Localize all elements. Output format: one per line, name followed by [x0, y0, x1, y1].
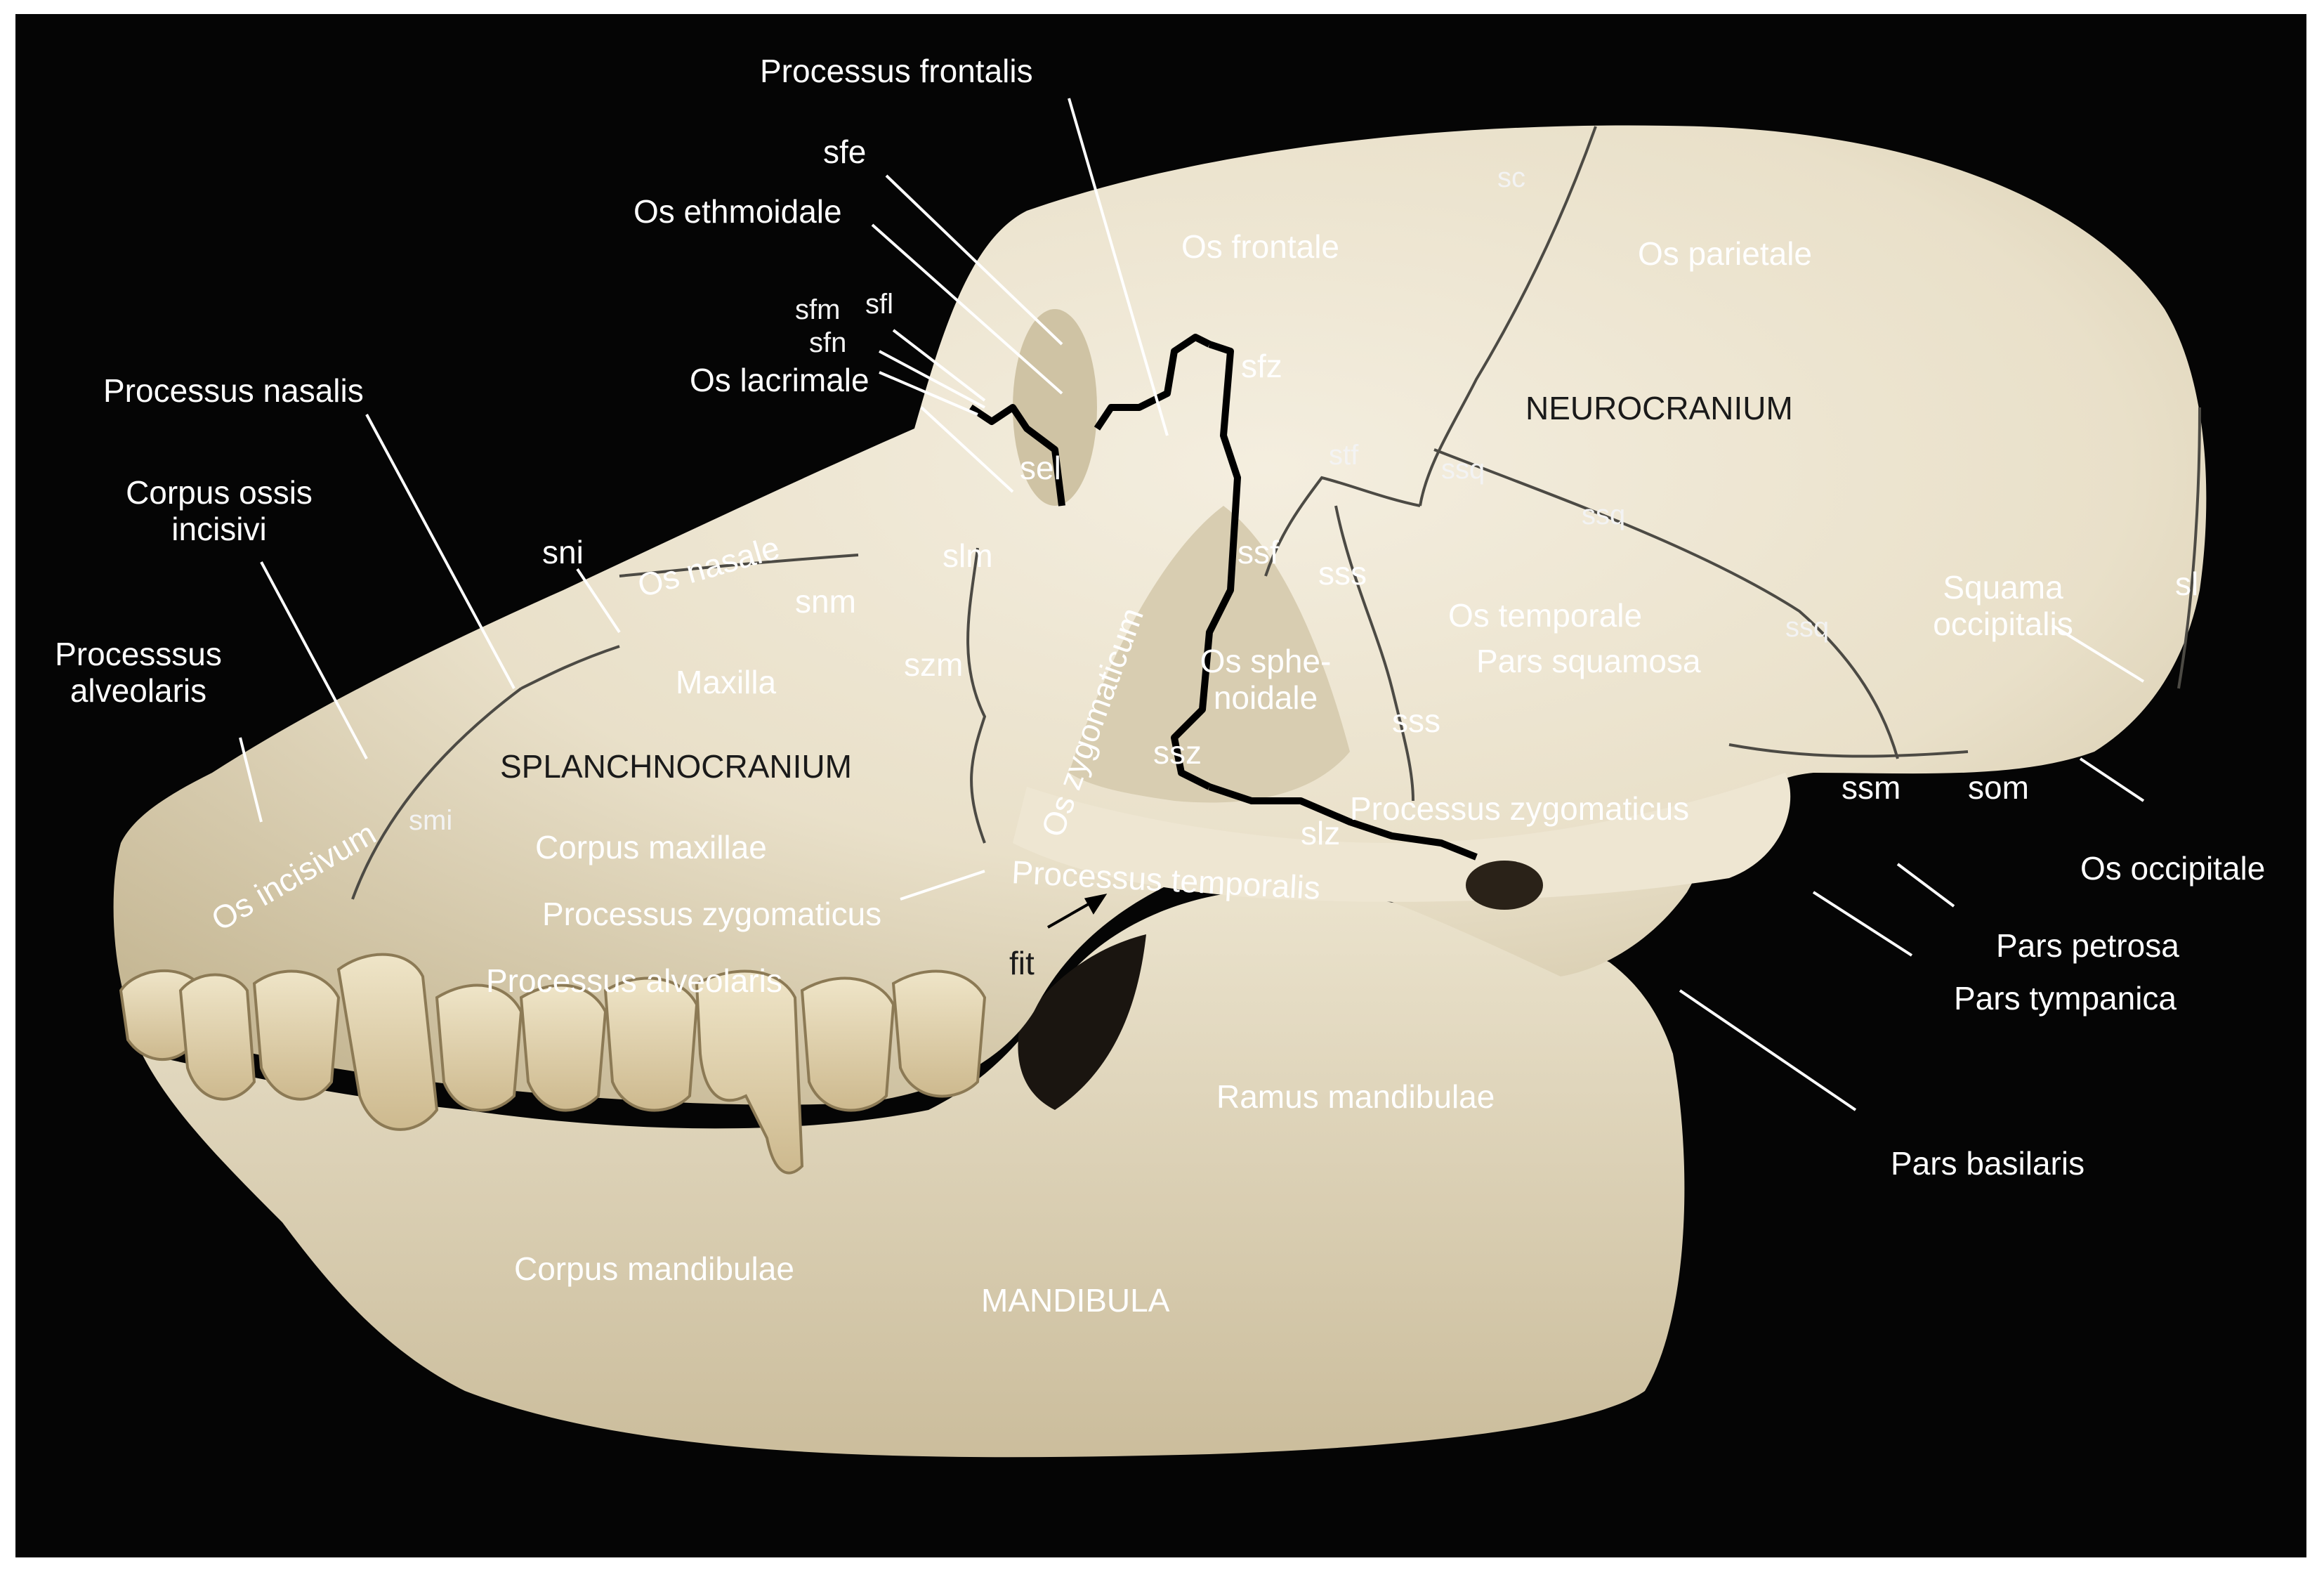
label-neurocranium: NEUROCRANIUM [1525, 390, 1793, 426]
label-som: som [1968, 769, 2029, 806]
label-mandibula: MANDIBULA [981, 1282, 1170, 1319]
mandibular-notch-shadow [1018, 934, 1146, 1110]
label-processus-zygomaticus-max: Processus zygomaticus [542, 896, 882, 932]
label-stf: stf [1329, 440, 1359, 471]
skull-anatomy-figure: Processus frontalis sfe Os ethmoidale sf… [15, 14, 2306, 1557]
mandible-bone [142, 889, 1685, 1458]
label-sss-2: sss [1392, 702, 1440, 739]
skull-illustration [113, 98, 2207, 1458]
label-sfn: sfn [809, 327, 847, 358]
label-ssz: ssz [1153, 734, 1202, 771]
label-sfm: sfm [795, 294, 841, 325]
label-pars-squamosa: Pars squamosa [1476, 643, 1701, 679]
label-ssm: ssm [1842, 769, 1901, 806]
label-corpus-maxillae: Corpus maxillae [535, 829, 767, 865]
label-ssq-3: ssq [1785, 612, 1830, 643]
zygomatic-arch [1013, 773, 1791, 902]
label-os-parietale: Os parietale [1638, 235, 1813, 272]
label-slz: slz [1301, 815, 1341, 851]
label-pars-petrosa: Pars petrosa [1996, 927, 2179, 964]
label-processus-frontalis: Processus frontalis [760, 53, 1033, 89]
label-ramus-mandibulae: Ramus mandibulae [1216, 1078, 1495, 1115]
label-os-temporale: Os temporale [1448, 597, 1643, 634]
highlighted-sutures [969, 334, 1478, 861]
label-sc: sc [1497, 162, 1525, 193]
label-sfe: sfe [823, 133, 867, 170]
label-sel: sel [1020, 450, 1061, 486]
label-processus-nasalis: Processus nasalis [103, 372, 364, 409]
label-sfl: sfl [865, 289, 893, 320]
label-maxilla: Maxilla [676, 664, 777, 700]
label-fit: fit [1009, 945, 1035, 981]
label-smi: smi [409, 805, 453, 836]
label-sni: sni [542, 534, 584, 570]
label-sfz: sfz [1241, 348, 1282, 384]
label-os-ethmoidale: Os ethmoidale [633, 193, 842, 230]
label-splanchnocranium: SPLANCHNOCRANIUM [500, 748, 852, 785]
label-os-occipitale: Os occipitale [2080, 850, 2266, 887]
label-os-frontale: Os frontale [1181, 228, 1339, 265]
label-pars-basilaris: Pars basilaris [1891, 1145, 2085, 1182]
label-ssq-1: ssq [1441, 454, 1485, 485]
label-pars-tympanica: Pars tympanica [1954, 980, 2177, 1017]
label-corpus-mandibulae: Corpus mandibulae [514, 1250, 794, 1287]
label-os-sphenoidale: Os sphe- noidale [1200, 643, 1332, 716]
label-szm: szm [904, 646, 964, 683]
label-processus-alveolaris: Processus alveolaris [486, 962, 782, 999]
label-ssf: ssf [1238, 534, 1279, 570]
label-sl: sl [2175, 566, 2199, 602]
leader-lines [239, 98, 2145, 1111]
label-squama-occipitalis: Squama occipitalis [1933, 569, 2073, 642]
teeth [119, 953, 987, 1175]
label-processsus-alveolaris: Processsus alveolaris [55, 636, 222, 709]
fit-arrow [1047, 894, 1108, 929]
label-snm: snm [795, 583, 856, 620]
orbit-shadow [1013, 309, 1097, 506]
label-sss-1: sss [1318, 555, 1367, 592]
label-os-lacrimale: Os lacrimale [690, 362, 869, 398]
external-acoustic-meatus [1466, 861, 1543, 910]
label-processus-zygomaticus-temp: Processus zygomaticus [1350, 790, 1690, 827]
label-slm: slm [943, 537, 993, 574]
label-ssq-2: ssq [1582, 499, 1626, 530]
label-corpus-ossis-incisivi: Corpus ossis incisivi [126, 474, 313, 547]
suture-lines [351, 126, 2201, 900]
